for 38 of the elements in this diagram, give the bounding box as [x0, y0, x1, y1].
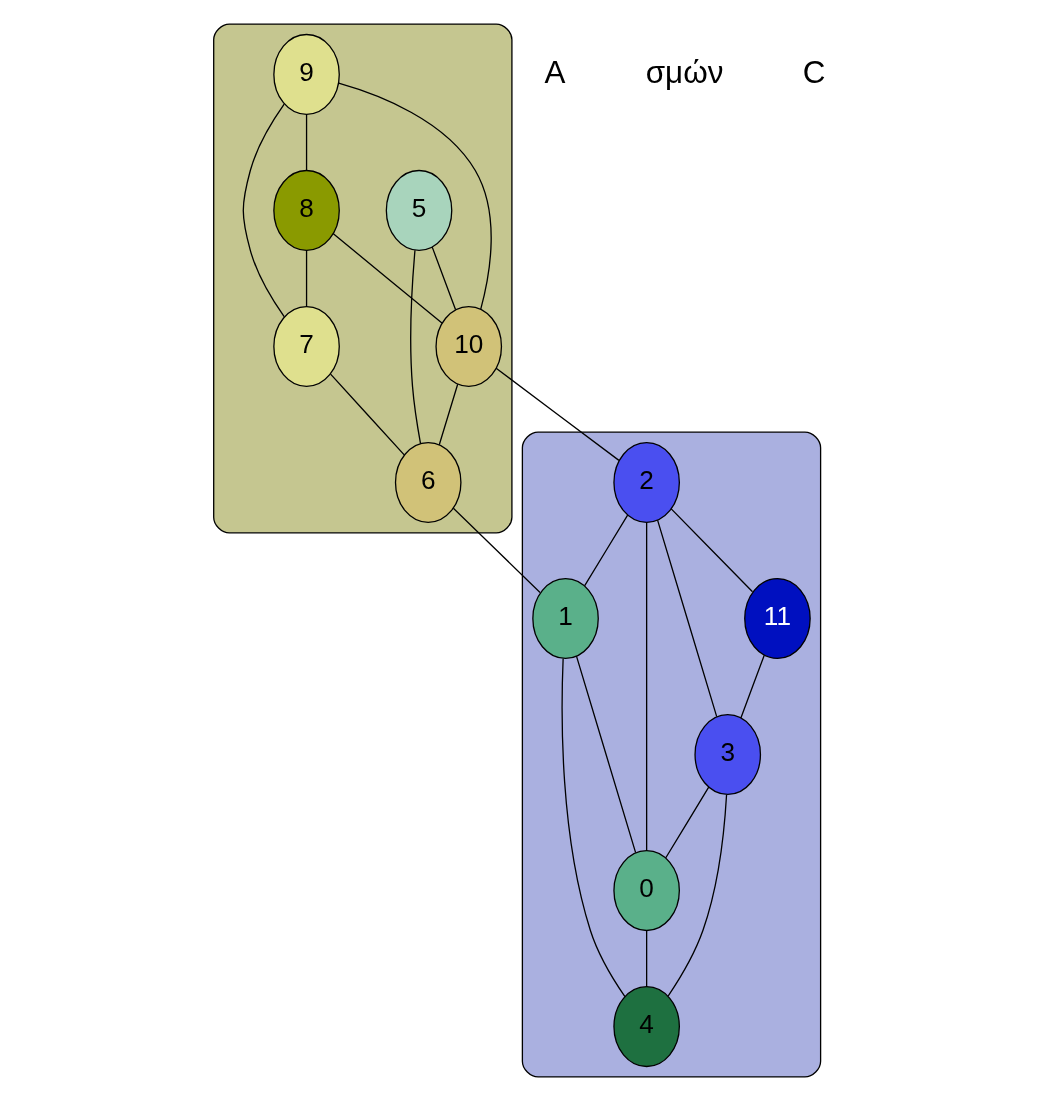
connector — [305, 113, 307, 171]
label: σμών — [645, 54, 723, 90]
node-ellipse: 7 — [272, 305, 340, 387]
connector — [656, 519, 717, 718]
node-ellipse: 0 — [612, 850, 680, 932]
node-ellipse: 1 — [531, 577, 599, 660]
cluster — [521, 431, 821, 1078]
connector — [409, 249, 421, 445]
node-ellipse: 11 — [743, 577, 811, 660]
connector — [305, 249, 307, 307]
node-ellipse: 2 — [612, 441, 680, 524]
label: A — [544, 54, 566, 90]
node-ellipse: 8 — [272, 169, 340, 251]
connector — [332, 233, 443, 324]
connector — [431, 246, 456, 311]
node-ellipse: 10 — [434, 305, 502, 387]
connector — [560, 658, 626, 998]
connector — [438, 383, 458, 446]
connector — [337, 82, 492, 310]
cluster — [212, 23, 513, 534]
connector — [329, 373, 405, 456]
connector — [583, 514, 628, 587]
node-ellipse: 9 — [272, 33, 340, 115]
connector — [664, 786, 709, 859]
connector — [645, 929, 647, 987]
connector — [645, 522, 647, 852]
node-ellipse: 4 — [612, 986, 680, 1068]
connector — [242, 103, 285, 318]
label: C — [802, 54, 825, 90]
node-ellipse: 6 — [394, 441, 462, 524]
connector — [739, 654, 765, 719]
connector — [452, 507, 541, 594]
node-ellipse: 5 — [385, 169, 452, 251]
connector — [666, 794, 727, 997]
connector — [495, 367, 620, 462]
node-ellipse: 3 — [693, 714, 761, 796]
connector — [670, 508, 753, 593]
connector — [575, 655, 636, 854]
